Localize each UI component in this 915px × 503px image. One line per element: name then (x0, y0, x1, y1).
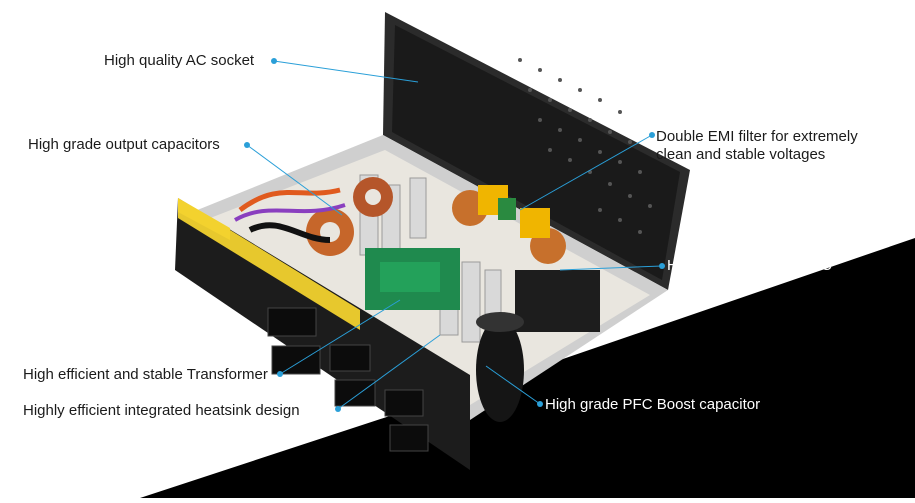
callout-dot-pfc-boost-cap (537, 401, 543, 407)
dark-background-band (140, 238, 915, 498)
psu-unit-illustration (175, 12, 690, 470)
callout-dot-output-caps (244, 142, 250, 148)
callout-dot-ac-socket (271, 58, 277, 64)
callout-emi-filter-line2: clean and stable voltages (656, 146, 826, 163)
callout-dot-emi-filter (649, 132, 655, 138)
callout-dot-active-pfc (659, 263, 665, 269)
callout-dot-heatsink (335, 406, 341, 412)
callout-output-capacitors: High grade output capacitors (28, 136, 220, 153)
callout-transformer: High efficient and stable Transformer (23, 366, 268, 383)
callout-pfc-boost-capacitor: High grade PFC Boost capacitor (545, 396, 761, 413)
callout-active-pfc: High efficient Active PFC (667, 257, 832, 274)
callout-emi-filter-line1: Double EMI filter for extremely (656, 128, 858, 145)
callout-dot-transformer (277, 371, 283, 377)
callout-lines (246, 60, 663, 410)
callout-ac-socket: High quality AC socket (104, 52, 255, 69)
callout-heatsink: Highly efficient integrated heatsink des… (23, 402, 300, 419)
